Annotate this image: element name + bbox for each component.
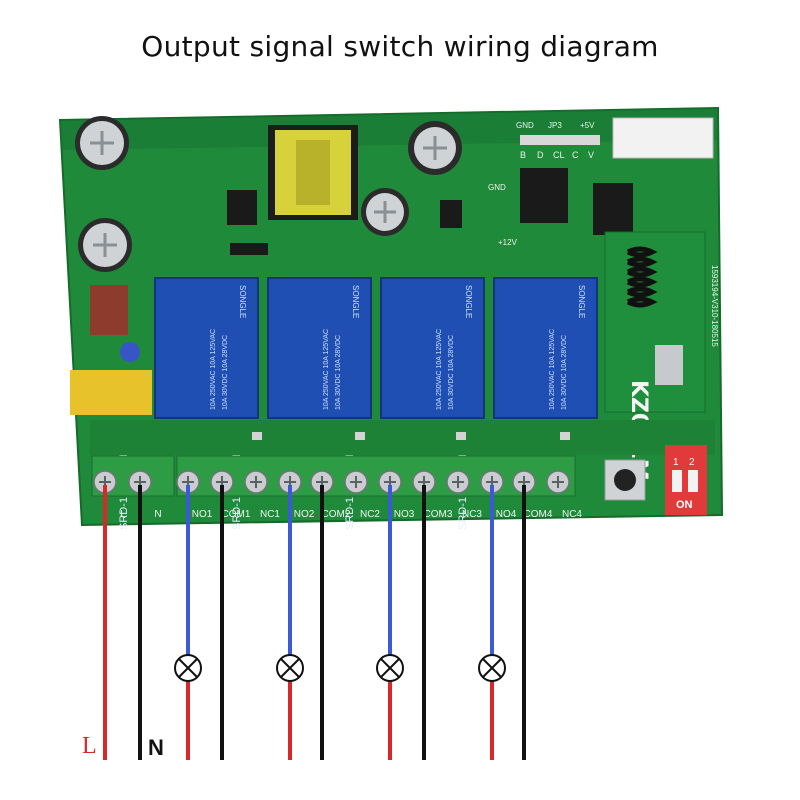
ic-chip-2 [593, 183, 633, 235]
relay-rating-2: 10A 30VDC 10A 28VDC [561, 335, 568, 410]
lamp-3-icon [376, 654, 404, 682]
terminal-label: COM1 [222, 509, 251, 520]
header-connector [520, 117, 714, 159]
terminal-label: NC3 [462, 509, 482, 520]
header-pin-c: C [572, 150, 579, 160]
terminal-screw-n[interactable] [128, 470, 152, 494]
terminal-label: NC1 [260, 509, 280, 520]
header-pin-v: V [588, 150, 594, 160]
terminal-label: NO1 [192, 509, 213, 520]
fuse [90, 285, 128, 335]
dip-number-2: 2 [689, 457, 695, 468]
relay-rating-2: 10A 30VDC 10A 28VDC [335, 335, 342, 410]
terminal-label: COM3 [424, 509, 453, 520]
terminal-label: NC2 [360, 509, 380, 520]
header-label-jp3: JP3 [548, 121, 562, 130]
header-label-5v: +5V [580, 121, 595, 130]
diagram-title: Output signal switch wiring diagram [141, 30, 659, 63]
rf-module [604, 231, 706, 413]
terminal-label: COM2 [322, 509, 351, 520]
dip-switch[interactable] [665, 445, 707, 515]
capacitor-3 [408, 121, 462, 175]
lamp-4-icon [478, 654, 506, 682]
header-label-gnd: GND [516, 121, 534, 130]
led-strip [90, 420, 715, 455]
terminal-screw-nc2[interactable] [344, 470, 368, 494]
terminal-screw-com2[interactable] [310, 470, 334, 494]
neutral-label: N [148, 735, 164, 760]
led-d2 [355, 432, 365, 440]
regulator-chip [440, 200, 462, 228]
transformer [268, 125, 358, 220]
side-text-gnd: GND [488, 183, 506, 192]
varistor [120, 342, 140, 362]
terminal-screw-no2[interactable] [278, 470, 302, 494]
relay-brand: SONGLE [464, 285, 473, 318]
terminal-screw-nc1[interactable] [244, 470, 268, 494]
dip-number-1: 1 [673, 457, 679, 468]
relay-rating-1: 10A 250VAC 10A 125VAC [210, 329, 217, 410]
lamp-2-icon [276, 654, 304, 682]
capacitor-4 [361, 188, 409, 236]
led-d1 [252, 432, 262, 440]
dip-on-label: ON [676, 499, 693, 511]
learn-button[interactable] [604, 459, 646, 501]
relay-rating-1: 10A 250VAC 10A 125VAC [436, 329, 443, 410]
transistor-chip [227, 190, 257, 225]
relay-brand: SONGLE [351, 285, 360, 318]
relay-brand: SONGLE [238, 285, 247, 318]
terminal-label: L [120, 509, 126, 520]
terminal-label: NC4 [562, 509, 582, 520]
lamp-1-icon [174, 654, 202, 682]
terminal-screw-nc4[interactable] [546, 470, 570, 494]
relay-rating-1: 10A 250VAC 10A 125VAC [549, 329, 556, 410]
relay-rating-2: 10A 30VDC 10A 28VDC [448, 335, 455, 410]
header-pin-d: D [537, 150, 544, 160]
terminal-label: NO3 [394, 509, 415, 520]
pcb-code: 1593194-V310-180515 [710, 265, 719, 347]
terminal-label: NO2 [294, 509, 315, 520]
header-pin-b: B [520, 150, 526, 160]
led-d4 [560, 432, 570, 440]
safety-capacitor [70, 370, 152, 415]
terminal-screw-nc3[interactable] [446, 470, 470, 494]
relay-rating-1: 10A 250VAC 10A 125VAC [323, 329, 330, 410]
diode-chip [230, 243, 268, 255]
terminal-label: NO4 [496, 509, 517, 520]
terminal-block-right [176, 455, 576, 497]
relay-rating-2: 10A 30VDC 10A 28VDC [222, 335, 229, 410]
terminal-screw-no3[interactable] [378, 470, 402, 494]
relay-brand: SONGLE [577, 285, 586, 318]
capacitor-2 [78, 218, 132, 272]
terminal-label: N [154, 509, 161, 520]
header-pin-cl: CL [553, 150, 565, 160]
live-label: L [82, 733, 97, 759]
capacitor-1 [75, 116, 129, 170]
side-text-12v: +12V [498, 238, 518, 247]
terminal-label: COM4 [524, 509, 553, 520]
ic-chip-1 [520, 168, 568, 223]
led-d3 [456, 432, 466, 440]
